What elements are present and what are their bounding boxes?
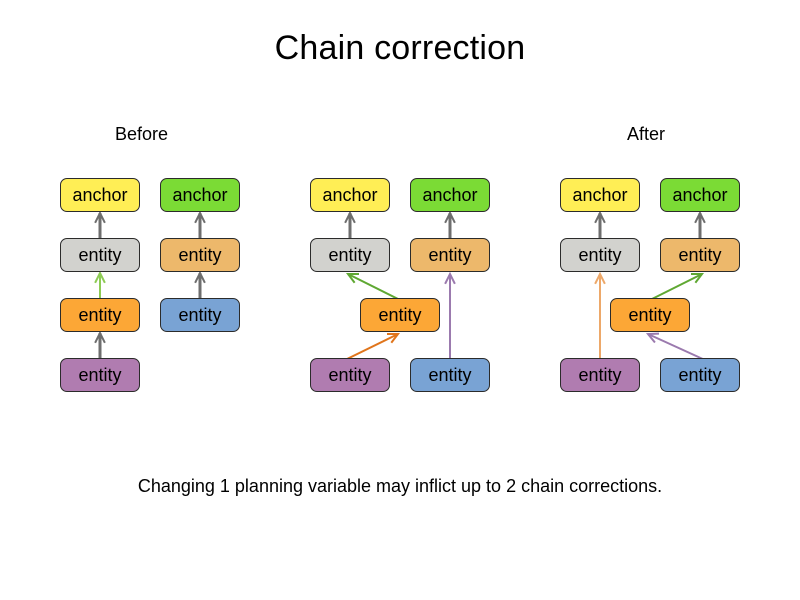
entity-node-b-ent-org[interactable]: entity [60, 298, 140, 332]
node-label: anchor [172, 185, 228, 205]
entity-node-a-ent-gray[interactable]: entity [560, 238, 640, 272]
node-label: anchor [72, 185, 128, 205]
node-label: anchor [422, 185, 478, 205]
entity-node-m-ent-blue[interactable]: entity [410, 358, 490, 392]
anchor-node-m-anchor-2[interactable]: anchor [410, 178, 490, 212]
node-label: entity [678, 365, 722, 385]
arrow-m-ent-gray-to-m-anchor-1-head [344, 210, 356, 224]
node-label: entity [678, 245, 722, 265]
entity-node-b-ent-blue[interactable]: entity [160, 298, 240, 332]
entity-node-a-ent-org[interactable]: entity [610, 298, 690, 332]
entity-node-m-ent-org[interactable]: entity [360, 298, 440, 332]
arrow-m-ent-pur-to-m-ent-org-head [386, 332, 401, 344]
arrow-m-ent-blue-to-m-ent-tan-head [444, 271, 456, 285]
anchor-node-m-anchor-1[interactable]: anchor [310, 178, 390, 212]
node-label: anchor [572, 185, 628, 205]
entity-node-m-ent-pur[interactable]: entity [310, 358, 390, 392]
node-label: entity [628, 305, 672, 325]
arrow-b-ent-gray-to-b-anchor-1-head [94, 210, 106, 224]
node-label: anchor [672, 185, 728, 205]
node-label: entity [578, 245, 622, 265]
arrow-a-ent-org-to-a-ent-tan-head [690, 272, 705, 284]
anchor-node-b-anchor-1[interactable]: anchor [60, 178, 140, 212]
middle-panel-arrows [344, 210, 456, 361]
before-panel-arrows [94, 210, 206, 358]
arrow-b-ent-tan-to-b-anchor-2-head [194, 210, 206, 224]
node-label: entity [578, 365, 622, 385]
entity-node-m-ent-tan[interactable]: entity [410, 238, 490, 272]
arrow-m-ent-tan-to-m-anchor-2-head [444, 210, 456, 224]
node-label: anchor [322, 185, 378, 205]
after-panel-arrows [594, 210, 706, 361]
arrow-m-ent-org-to-m-ent-gray [347, 273, 401, 301]
node-label: entity [378, 305, 422, 325]
node-label: entity [78, 365, 122, 385]
entity-node-a-ent-pur[interactable]: entity [560, 358, 640, 392]
label-after: After [627, 124, 666, 144]
arrow-a-ent-org-to-a-ent-tan [649, 273, 703, 301]
node-label: entity [78, 305, 122, 325]
node-label: entity [428, 245, 472, 265]
node-label: entity [328, 245, 372, 265]
arrow-b-ent-org-to-b-ent-gray-head [94, 270, 106, 284]
entity-node-b-ent-gray[interactable]: entity [60, 238, 140, 272]
arrow-a-ent-gray-to-a-anchor-1-head [594, 210, 606, 224]
arrow-a-ent-blue-to-a-ent-org-head [645, 332, 660, 344]
arrow-a-ent-tan-to-a-anchor-2-head [694, 210, 706, 224]
arrow-a-ent-blue-to-a-ent-org [647, 333, 706, 361]
entity-node-a-ent-tan[interactable]: entity [660, 238, 740, 272]
node-label: entity [428, 365, 472, 385]
entity-node-m-ent-gray[interactable]: entity [310, 238, 390, 272]
entity-node-b-ent-pur[interactable]: entity [60, 358, 140, 392]
node-label: entity [78, 245, 122, 265]
node-label: entity [178, 245, 222, 265]
entity-node-a-ent-blue[interactable]: entity [660, 358, 740, 392]
anchor-node-b-anchor-2[interactable]: anchor [160, 178, 240, 212]
arrow-b-ent-pur-to-b-ent-org-head [94, 330, 106, 344]
label-before: Before [115, 124, 169, 144]
entity-node-b-ent-tan[interactable]: entity [160, 238, 240, 272]
arrow-m-ent-pur-to-m-ent-org [344, 333, 399, 361]
arrow-a-ent-pur-to-a-ent-gray-head [594, 271, 606, 285]
slide-caption: Changing 1 planning variable may inflict… [137, 476, 663, 496]
node-label: entity [328, 365, 372, 385]
arrow-m-ent-org-to-m-ent-gray-head [345, 272, 360, 284]
arrow-b-ent-blue-to-b-ent-tan-head [194, 270, 206, 284]
anchor-node-a-anchor-2[interactable]: anchor [660, 178, 740, 212]
page-title: Chain correction [274, 29, 526, 67]
node-label: entity [178, 305, 222, 325]
anchor-node-a-anchor-1[interactable]: anchor [560, 178, 640, 212]
